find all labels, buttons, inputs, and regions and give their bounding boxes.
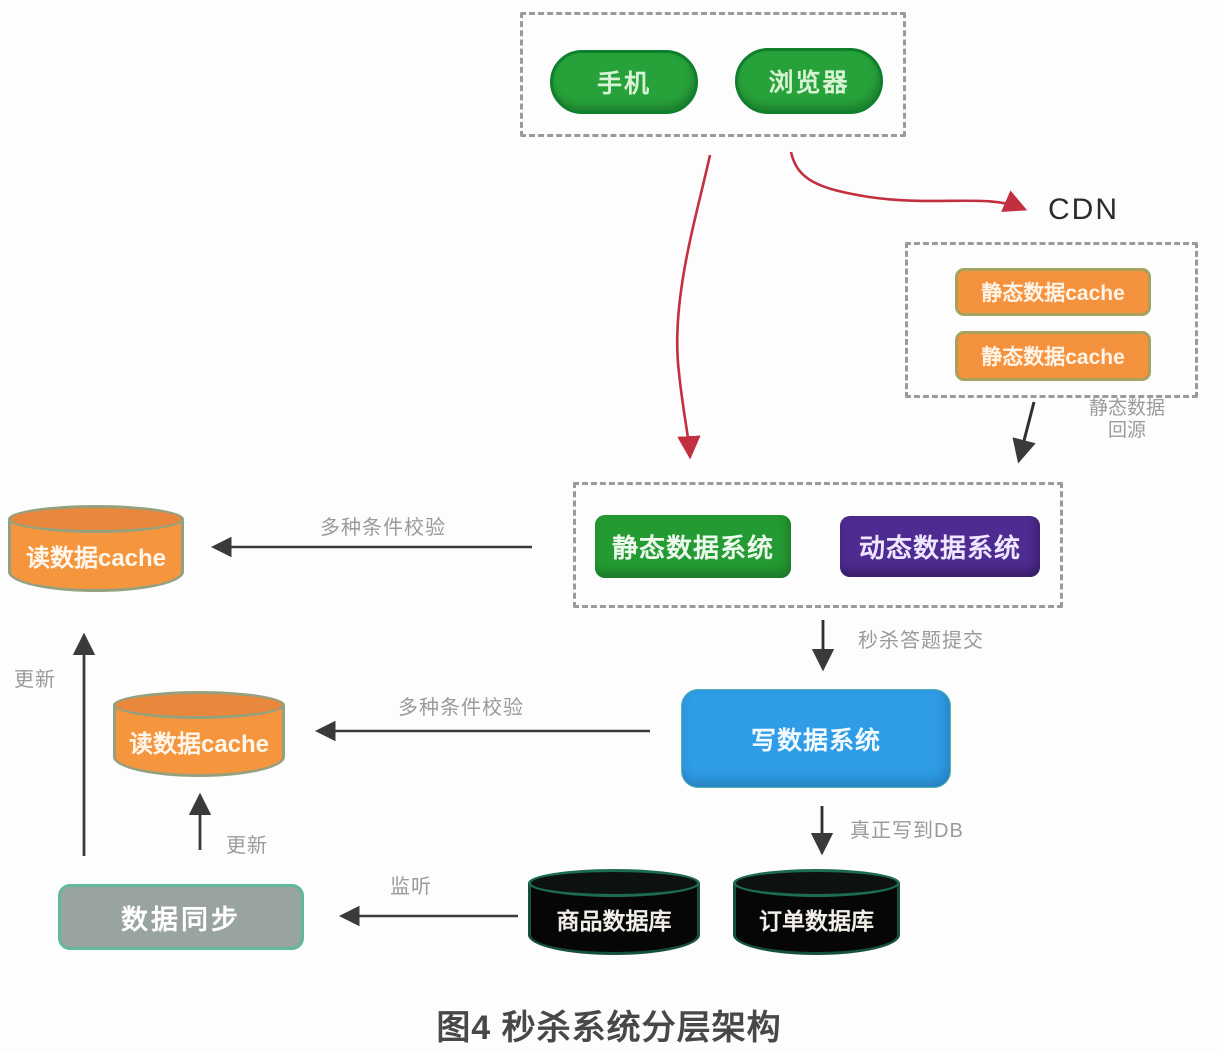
edge-label-seckill-submit: 秒杀答题提交 [858,630,984,652]
cylinder-body [113,705,285,777]
edge-label-update-left: 更新 [14,669,56,691]
cylinder-top-ellipse [528,869,700,897]
write-data-system-node: 写数据系统 [682,690,950,787]
client-layer-dashed-box [520,12,906,137]
order-db-label: 订单数据库 [759,907,874,934]
cdn-dashed-box [905,242,1198,398]
cdn-back-source-line1: 静态数据 [1088,398,1165,419]
cdn-static-cache-label-2: 静态数据cache [981,346,1125,369]
client-browser-label: 浏览器 [768,69,850,97]
arrow-client-to-data-systems [675,154,712,460]
arrow-client-to-cdn [789,151,1028,212]
read-cache-cylinder-mid: 读数据cache [113,691,285,777]
static-data-system-node: 静态数据系统 [595,515,791,578]
cdn-static-cache-node-2: 静态数据cache [955,331,1151,381]
read-cache-mid-label: 读数据cache [128,730,270,758]
edge-label-validate-mid: 多种条件校验 [398,697,524,719]
edge-label-listen: 监听 [390,876,432,898]
cylinder-top-ellipse [113,691,285,719]
cdn-static-cache-node-1: 静态数据cache [955,268,1151,316]
product-db-cylinder: 商品数据库 [528,869,700,955]
product-db-label: 商品数据库 [556,907,672,934]
figure-caption: 图4 秒杀系统分层架构 [436,1009,782,1047]
read-cache-top-label: 读数据cache [25,545,167,573]
dynamic-data-system-node: 动态数据系统 [840,516,1040,577]
cdn-static-cache-label-1: 静态数据cache [981,282,1125,305]
write-data-system-label: 写数据系统 [750,726,881,755]
dynamic-data-system-label: 动态数据系统 [858,533,1021,563]
client-phone-node: 手机 [550,50,698,114]
cdn-back-source-line2: 回源 [1107,420,1146,441]
edge-label-validate-top: 多种条件校验 [320,517,446,539]
order-db-cylinder: 订单数据库 [733,869,900,955]
data-sync-node: 数据同步 [58,884,304,950]
arrow-cdn-back-source [1012,401,1036,464]
cylinder-top-ellipse [733,869,900,897]
cdn-back-source-label: 静态数据 回源 [1074,398,1180,442]
edge-label-update-mid: 更新 [226,835,268,857]
edge-label-write-to-db: 真正写到DB [850,820,964,842]
cdn-title: CDN [1048,193,1119,226]
client-phone-label: 手机 [596,70,651,98]
data-systems-dashed-box [573,482,1063,608]
client-browser-node: 浏览器 [735,48,883,114]
read-cache-cylinder-top: 读数据cache [8,505,184,592]
data-sync-label: 数据同步 [121,904,241,935]
cylinder-top-ellipse [8,505,184,533]
static-data-system-label: 静态数据系统 [611,533,774,563]
